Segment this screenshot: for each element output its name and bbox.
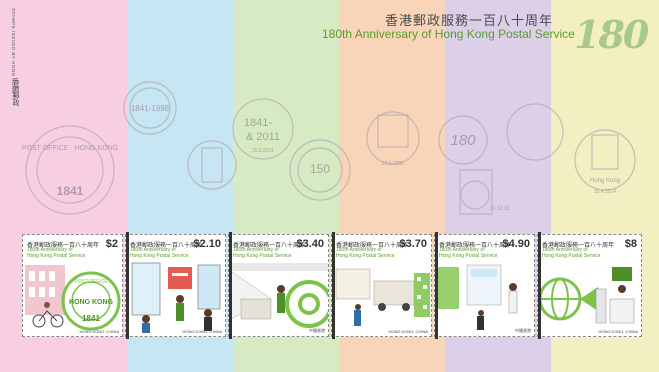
warehouse — [335, 268, 371, 300]
postmark-5-text: 180 — [450, 132, 476, 149]
postmark-circle-9 — [574, 129, 636, 191]
sheet-title-english: 180th Anniversary of Hong Kong Postal Se… — [322, 27, 575, 41]
stamp-value: $2.10 — [193, 238, 221, 250]
postmark-circle-1 — [25, 125, 115, 215]
stamp-country: HONG KONG, CHINA — [388, 329, 428, 334]
stamp-label-chinese: 香港郵政服務一百八十周年 — [233, 242, 306, 249]
stamp-value: $4.90 — [502, 238, 530, 250]
postmark-circle-2 — [123, 81, 177, 135]
postmark-6-date: 16.4.2014 — [594, 189, 616, 195]
perforation-mark — [538, 232, 541, 339]
stamp-country: HONG KONG, CHINA — [79, 329, 119, 334]
postmark-circle-8 — [506, 103, 564, 161]
postmark-2-text: 1841-1998 — [131, 104, 170, 113]
postmark-7-date: 31 12 13 — [490, 206, 510, 212]
postmark-circle-7 — [438, 115, 488, 165]
svg-text:POST OFFICE: POST OFFICE — [74, 279, 108, 285]
stamp-4-art — [335, 268, 430, 326]
postmark-3-top: 1841- — [244, 117, 272, 129]
side-text-english: STAMPS ISSUED BY HONG KONG — [11, 8, 16, 94]
arrow-icon — [580, 287, 598, 311]
postmark-4-text: 150 — [310, 162, 330, 176]
postmark-8-date: 25.6.2001 — [382, 161, 404, 167]
red-mailbox — [168, 267, 192, 289]
stamp-6-art — [540, 267, 635, 324]
perforation-mark — [229, 232, 232, 339]
perforation-mark — [126, 232, 129, 339]
svg-text:HONG KONG: HONG KONG — [69, 299, 114, 306]
at-symbol-icon — [285, 280, 328, 328]
stamp-value: $2 — [105, 238, 118, 250]
postmark-3-date: 25.6.2011 — [252, 148, 274, 154]
stamp-3-art — [231, 263, 328, 328]
stamp-value: $3.40 — [296, 238, 324, 250]
stamp-value: $8 — [624, 238, 637, 250]
stamp-value: $3.70 — [399, 238, 427, 250]
stamp-country: HONG KONG, CHINA — [182, 329, 222, 334]
perforation-mark — [435, 232, 438, 339]
stamp-label-chinese: 香港郵政服務一百八十周年 — [439, 242, 512, 249]
stamp-label-chinese: 香港郵政服務一百八十周年 — [27, 242, 100, 249]
stamp-label-chinese: 香港郵政服務一百八十周年 — [542, 242, 615, 249]
side-text-chinese: 香港郵政 — [12, 78, 20, 106]
svg-text:1841: 1841 — [82, 314, 100, 323]
postmark-circle-3 — [187, 140, 237, 190]
postmark-3-bottom: & 2011 — [246, 131, 280, 143]
anniversary-emblem: 180 — [574, 12, 649, 57]
sorting-rack — [240, 298, 272, 320]
stamp-2-art — [131, 262, 221, 333]
delivery-van — [373, 280, 415, 306]
stamp-label-chinese: 香港郵政服務一百八十周年 — [336, 242, 409, 249]
stamp-1-art: POST OFFICE HONG KONG 1841 — [25, 265, 121, 331]
stamp-5-art — [437, 264, 518, 330]
stamp-country: 中國香港 — [515, 328, 531, 333]
qr-code-continuation — [437, 267, 459, 309]
stamp-label-chinese: 香港郵政服務一百八十周年 — [130, 242, 203, 249]
postmark-circle-1-inner — [36, 136, 104, 204]
parcel-stack — [612, 267, 632, 281]
postmark-6-text: Hong Kong — [590, 178, 620, 184]
perforation-mark — [332, 232, 335, 339]
postmark-circle-5 — [289, 139, 351, 201]
stamp-country: HONG KONG, CHINA — [598, 329, 638, 334]
postmark-1-year: 1841 — [57, 184, 84, 198]
robot-arm — [595, 288, 607, 324]
counter — [131, 262, 161, 316]
postmark-1-text: POST OFFICE · HONG KONG — [22, 145, 118, 152]
stamp-country: 中國香港 — [309, 328, 325, 333]
postmark-circle-4 — [232, 98, 294, 160]
qr-code-icon — [414, 273, 430, 317]
green-postmark — [61, 271, 121, 331]
sheet-title-chinese: 香港郵政服務一百八十周年 — [385, 14, 554, 29]
postmark-circle-6 — [366, 111, 420, 165]
